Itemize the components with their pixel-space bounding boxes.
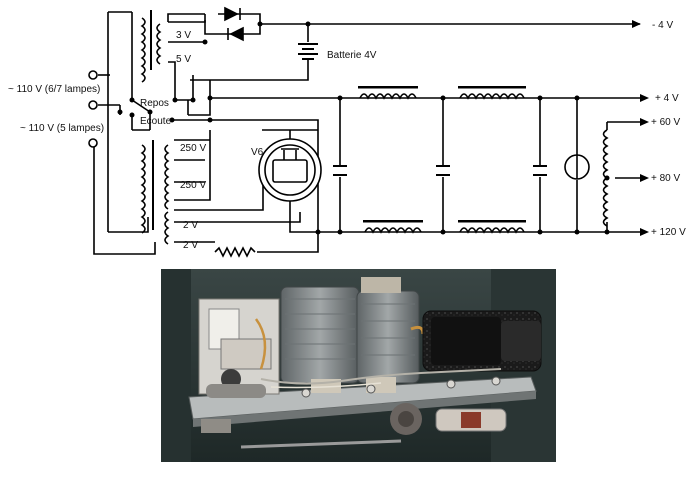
neon-regulator xyxy=(564,154,590,180)
junction-dots xyxy=(117,21,610,235)
wires xyxy=(93,11,640,255)
label-ac-input-5: ~ 110 V (5 lampes) xyxy=(20,123,104,134)
input-terminals xyxy=(88,70,98,148)
label-tube-v6: V6 xyxy=(251,147,264,158)
label-250v-b: 250 V xyxy=(180,180,206,191)
coil-windings xyxy=(140,17,609,245)
output-label-plus-60v: + 60 V xyxy=(651,117,681,128)
battery-4v xyxy=(298,43,318,60)
diode-bridge xyxy=(224,6,244,42)
label-battery: Batterie 4V xyxy=(327,50,377,61)
label-ecoute: Ecoute xyxy=(140,116,172,127)
output-label-plus-4v: + 4 V xyxy=(655,93,679,104)
label-ac-input-67: ~ 110 V (6/7 lampes) xyxy=(8,84,100,95)
power-supply-photo xyxy=(161,269,556,462)
label-2v-a: 2 V xyxy=(183,220,198,231)
label-2v-b: 2 V xyxy=(183,240,198,251)
choke-cores xyxy=(150,10,526,230)
output-arrows xyxy=(632,20,649,236)
label-5v-tap: 5 V xyxy=(176,54,191,65)
output-label-minus-4v: - 4 V xyxy=(652,20,673,31)
output-label-plus-120v: + 120 V xyxy=(651,227,686,238)
resistor xyxy=(214,246,256,258)
label-3v-tap: 3 V xyxy=(176,30,191,41)
schematic-diagram: ~ 110 V (6/7 lampes) ~ 110 V (5 lampes) … xyxy=(8,6,686,258)
filter-capacitors xyxy=(333,165,547,176)
label-250v-a: 250 V xyxy=(180,143,206,154)
label-repos: Repos xyxy=(140,98,169,109)
rectifier-tube-v6 xyxy=(258,138,322,202)
output-label-plus-80v: + 80 V xyxy=(651,173,681,184)
